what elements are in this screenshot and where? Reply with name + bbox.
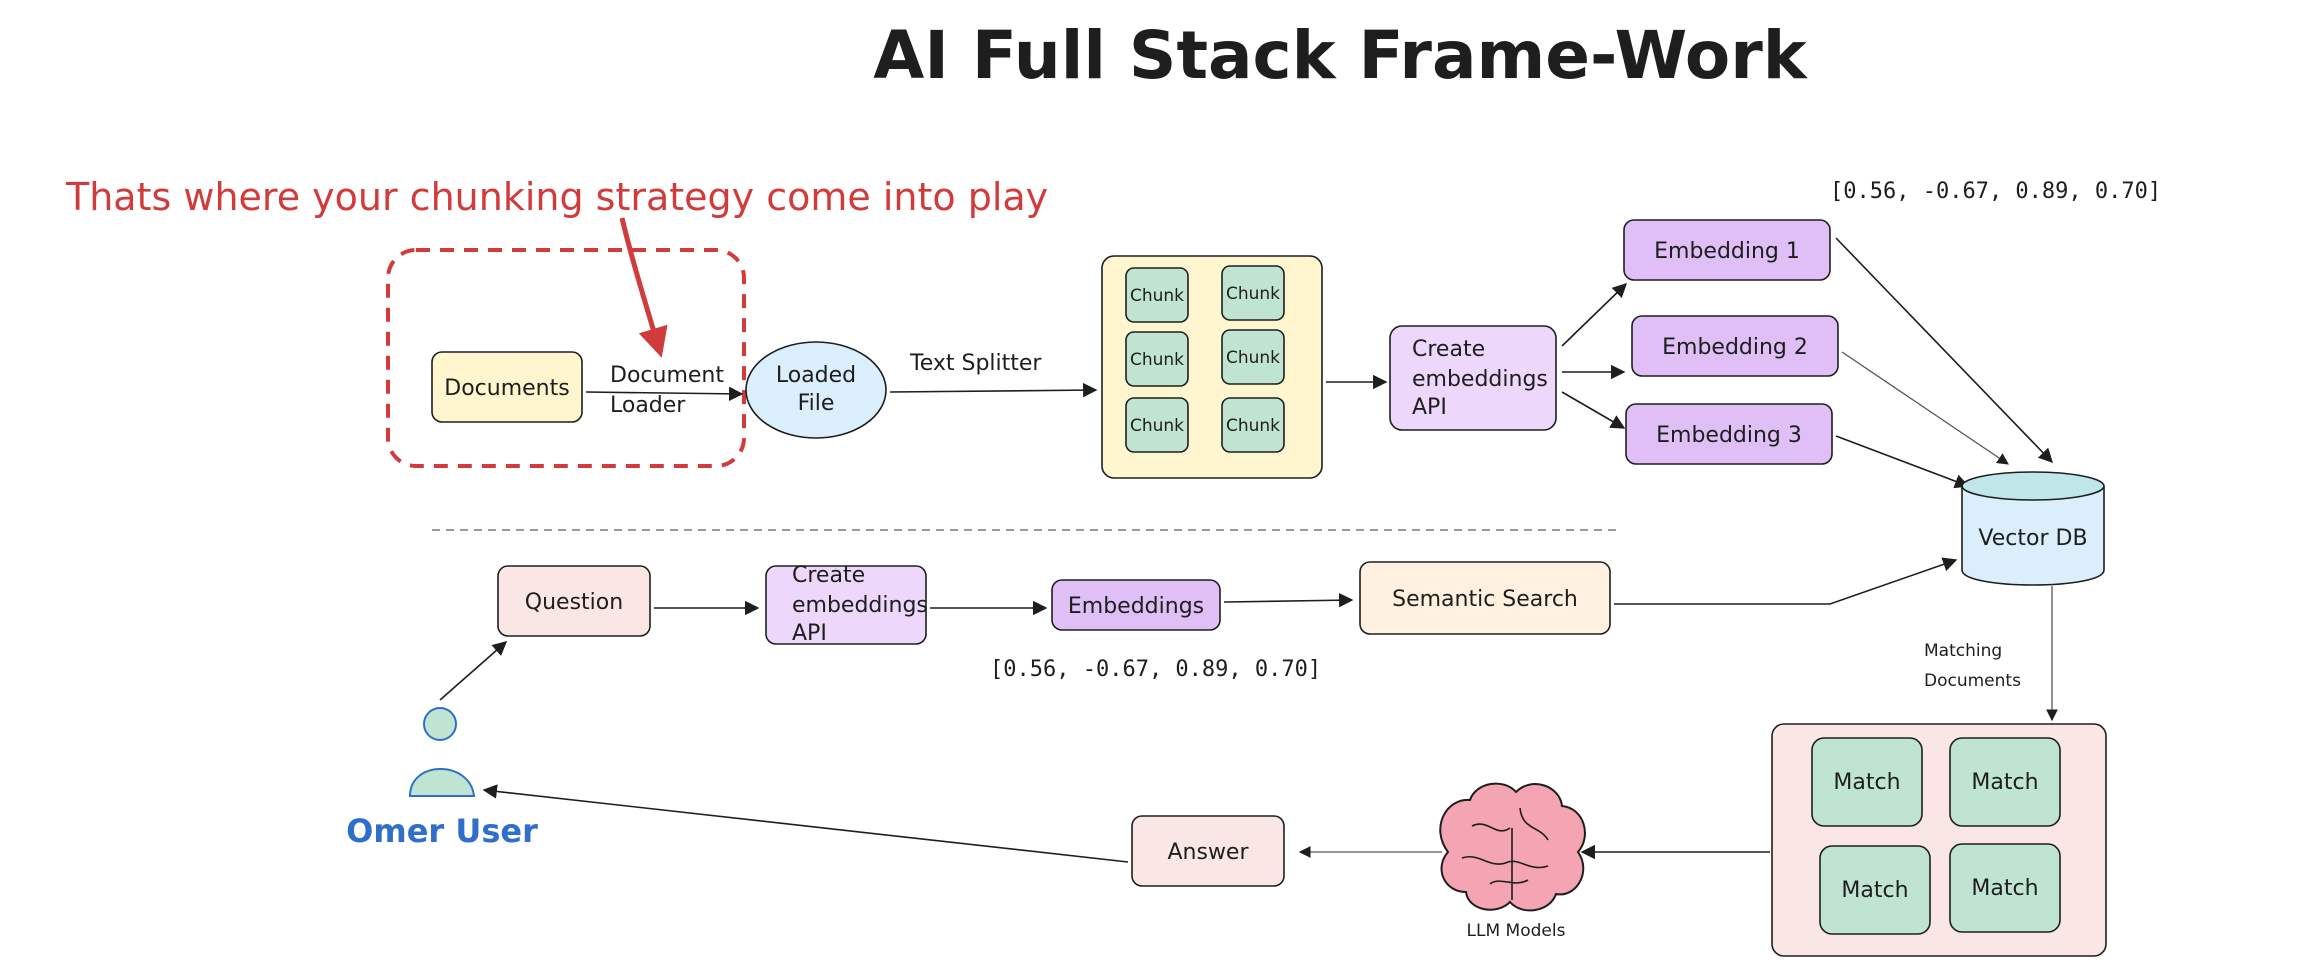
create-embeddings-label-3: API	[1412, 395, 1447, 420]
embedding-1-label: Embedding 1	[1654, 239, 1800, 264]
document-loader-label-1: Document	[610, 363, 724, 388]
semantic-search-label: Semantic Search	[1392, 587, 1578, 612]
loaded-file-label-2: File	[798, 391, 835, 416]
create-embeddings-label-1: Create	[1412, 337, 1485, 362]
embedding-3-label: Embedding 3	[1656, 423, 1802, 448]
matching-documents-label-1: Matching	[1924, 641, 2002, 661]
question-label: Question	[525, 590, 623, 615]
match-2	[1949, 737, 2061, 827]
match-4-label: Match	[1971, 876, 2038, 901]
create-embeddings-api-node	[1389, 325, 1557, 431]
documents-to-loaded-arrow	[585, 386, 744, 402]
vector-db-node: Vector DB	[1961, 471, 2105, 586]
match-4	[1949, 843, 2061, 933]
note-arrow	[619, 217, 668, 358]
chunk-grid: Chunk Chunk Chunk Chunk Chunk Chunk	[1125, 265, 1285, 453]
loader-highlight-box	[386, 248, 746, 468]
query-create-embeddings-label-3: API	[792, 621, 827, 646]
embedding-2-label: Embedding 2	[1662, 335, 1808, 360]
llm-models-label: LLM Models	[1467, 921, 1566, 941]
chunk-6	[1221, 397, 1285, 453]
user-icon	[408, 707, 476, 797]
answer-to-user-arrow	[482, 784, 1129, 863]
embedding-1-to-vectordb-arrow	[1835, 237, 2053, 464]
search-to-vectordb-arrow	[1614, 557, 1958, 605]
user-to-question-arrow	[439, 641, 508, 701]
answer-node	[1131, 815, 1285, 887]
embedding-1-node	[1623, 219, 1831, 281]
document-loader-label-2: Loader	[610, 393, 686, 418]
query-vector-example: [0.56, -0.67, 0.89, 0.70]	[990, 657, 1321, 682]
match-1-label: Match	[1833, 770, 1900, 795]
text-splitter-label: Text Splitter	[909, 351, 1042, 376]
user-label: Omer User	[346, 812, 538, 850]
chunk-5-label: Chunk	[1130, 416, 1184, 436]
match-3-label: Match	[1841, 878, 1908, 903]
query-create-embeddings-label-2: embeddings	[792, 593, 928, 618]
chunk-4-label: Chunk	[1226, 348, 1280, 368]
page-title: AI Full Stack Frame-Work	[873, 17, 1808, 94]
chunk-3	[1125, 331, 1189, 387]
chunk-4	[1221, 329, 1285, 385]
embedding-2-to-vectordb-arrow	[1841, 351, 2009, 465]
chunk-1	[1125, 267, 1189, 323]
matching-documents-label-2: Documents	[1924, 671, 2021, 691]
documents-label: Documents	[444, 376, 569, 401]
loaded-file-label-1: Loaded	[776, 363, 856, 388]
match-3	[1819, 845, 1931, 935]
api-to-embedding-3-arrow	[1561, 391, 1626, 429]
create-embeddings-label-2: embeddings	[1412, 367, 1548, 392]
embeddings-to-search-arrow	[1223, 593, 1354, 608]
query-embeddings-label: Embeddings	[1068, 594, 1204, 619]
chunk-1-label: Chunk	[1130, 286, 1184, 306]
match-grid: Match Match Match Match	[1811, 737, 2061, 935]
chunk-6-label: Chunk	[1226, 416, 1280, 436]
match-2-label: Match	[1971, 770, 2038, 795]
ingest-vector-example: [0.56, -0.67, 0.89, 0.70]	[1830, 179, 2161, 204]
vector-db-label: Vector DB	[1978, 526, 2087, 551]
loaded-file-node	[745, 341, 887, 439]
query-create-embeddings-api-node	[765, 565, 927, 645]
query-embeddings-node	[1051, 579, 1221, 631]
api-to-embedding-1-arrow	[1561, 282, 1628, 347]
brain-icon	[1439, 782, 1586, 912]
embedding-2-node	[1631, 315, 1839, 377]
embedding-3-node	[1625, 403, 1833, 465]
query-create-embeddings-label-1: Create	[792, 563, 865, 588]
match-1	[1811, 737, 1923, 827]
semantic-search-node	[1359, 561, 1611, 635]
chunk-2-label: Chunk	[1226, 284, 1280, 304]
chunking-note: Thats where your chunking strategy come …	[65, 175, 1048, 219]
loaded-to-chunks-arrow	[889, 382, 1098, 398]
question-node	[497, 565, 651, 637]
answer-label: Answer	[1167, 840, 1249, 865]
embedding-3-to-vectordb-arrow	[1835, 435, 1970, 489]
chunk-3-label: Chunk	[1130, 350, 1184, 370]
documents-node	[431, 351, 583, 423]
chunk-5	[1125, 397, 1189, 453]
chunk-2	[1221, 265, 1285, 321]
